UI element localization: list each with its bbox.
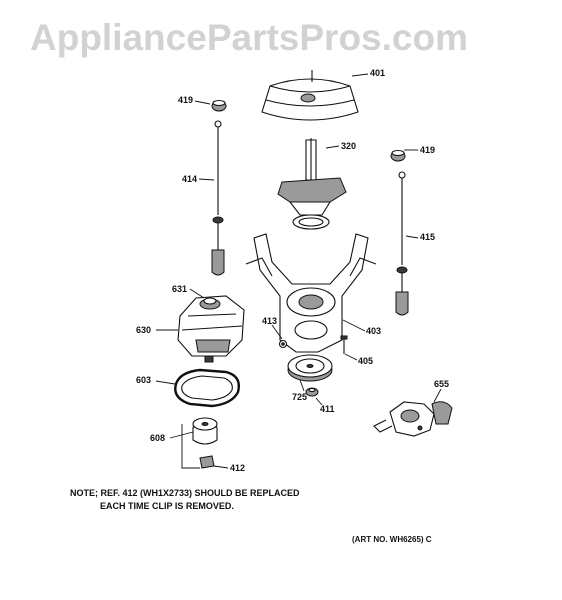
part-608-coupling: [192, 417, 218, 445]
callout-403: 403: [366, 326, 381, 336]
part-413-nut: [278, 339, 288, 349]
part-655-water-valve: [373, 401, 453, 437]
part-405-bolt: [340, 335, 348, 354]
part-412-clip: [199, 455, 215, 469]
callout-603: 603: [136, 375, 151, 385]
part-603-drive-belt: [174, 368, 240, 408]
callout-655: 655: [434, 379, 449, 389]
callout-419-right: 419: [420, 145, 435, 155]
part-419-cap-left: [211, 99, 227, 112]
part-725-pulley: [287, 354, 333, 382]
callout-401: 401: [370, 68, 385, 78]
callout-415: 415: [420, 232, 435, 242]
watermark: AppliancePartsPros.com: [30, 17, 468, 58]
part-415-suspension-rod-right: [395, 171, 409, 316]
callout-320: 320: [341, 141, 356, 151]
part-401-cover: [261, 70, 359, 121]
note-line-1: NOTE; REF. 412 (WH1X2733) SHOULD BE REPL…: [70, 488, 300, 498]
part-320-transmission: [277, 138, 347, 230]
art-number: (ART NO. WH6265) C: [352, 535, 432, 544]
part-414-suspension-rod-left: [211, 120, 225, 276]
part-419-cap-right: [390, 149, 406, 162]
callout-411: 411: [320, 404, 335, 414]
callout-725: 725: [292, 392, 307, 402]
note-line-2: EACH TIME CLIP IS REMOVED.: [100, 501, 234, 511]
callout-631: 631: [172, 284, 187, 294]
part-631-motor-pulley: [199, 297, 221, 310]
leader-lines: [155, 73, 442, 469]
part-411-nut: [305, 387, 319, 397]
callout-413: 413: [262, 316, 277, 326]
callout-414: 414: [182, 174, 197, 184]
callout-630: 630: [136, 325, 151, 335]
part-630-motor: [177, 295, 245, 363]
part-403-mounting-base: [245, 233, 377, 353]
callout-405: 405: [358, 356, 373, 366]
callout-608: 608: [150, 433, 165, 443]
callout-419-left: 419: [178, 95, 193, 105]
callout-412: 412: [230, 463, 245, 473]
